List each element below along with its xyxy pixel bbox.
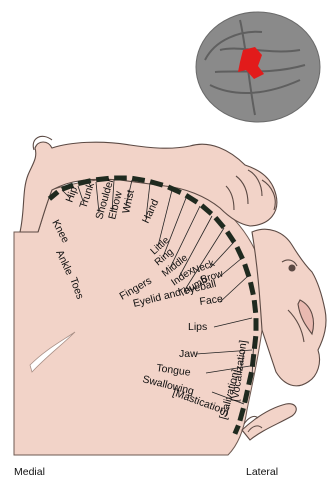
cortical-bar-segment [240,408,244,421]
cortical-bar-segment [150,182,163,186]
label-medial: Medial [14,466,45,478]
label-lateral: Lateral [246,466,278,478]
cortical-bar-segment [254,336,255,349]
cortical-bar-segment [245,390,248,403]
cortical-bar-segment [235,425,239,433]
label-lips: Lips [188,321,207,333]
brain-thumbnail [196,12,320,122]
homunculus-tongue [242,404,296,440]
homunculus-face [252,229,326,386]
label-jaw: Jaw [179,348,198,360]
cortical-bar-segment [132,178,145,180]
cortical-bar-segment [250,282,253,295]
cortical-bar-segment [249,372,252,385]
cortical-bar-segment [254,300,255,313]
